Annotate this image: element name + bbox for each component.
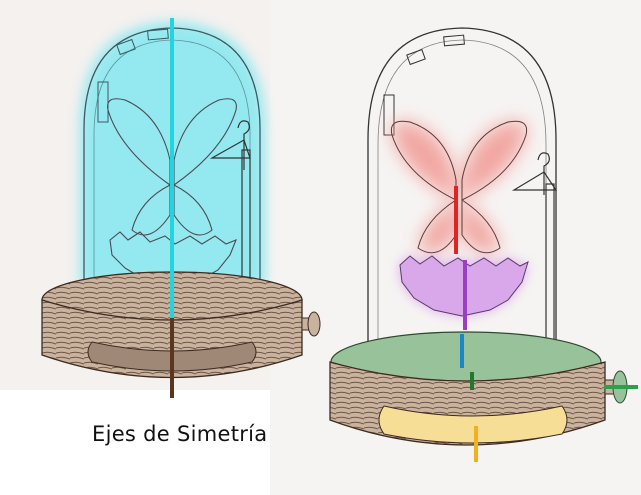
right-jar-illustration bbox=[330, 28, 638, 462]
right-butterfly-highlight bbox=[391, 121, 526, 253]
left-jar-illustration bbox=[42, 18, 320, 398]
right-hanger bbox=[514, 153, 556, 354]
symmetry-axes-caption: Ejes de Simetría bbox=[92, 422, 267, 446]
right-knob bbox=[604, 371, 638, 403]
left-knob bbox=[302, 312, 320, 336]
